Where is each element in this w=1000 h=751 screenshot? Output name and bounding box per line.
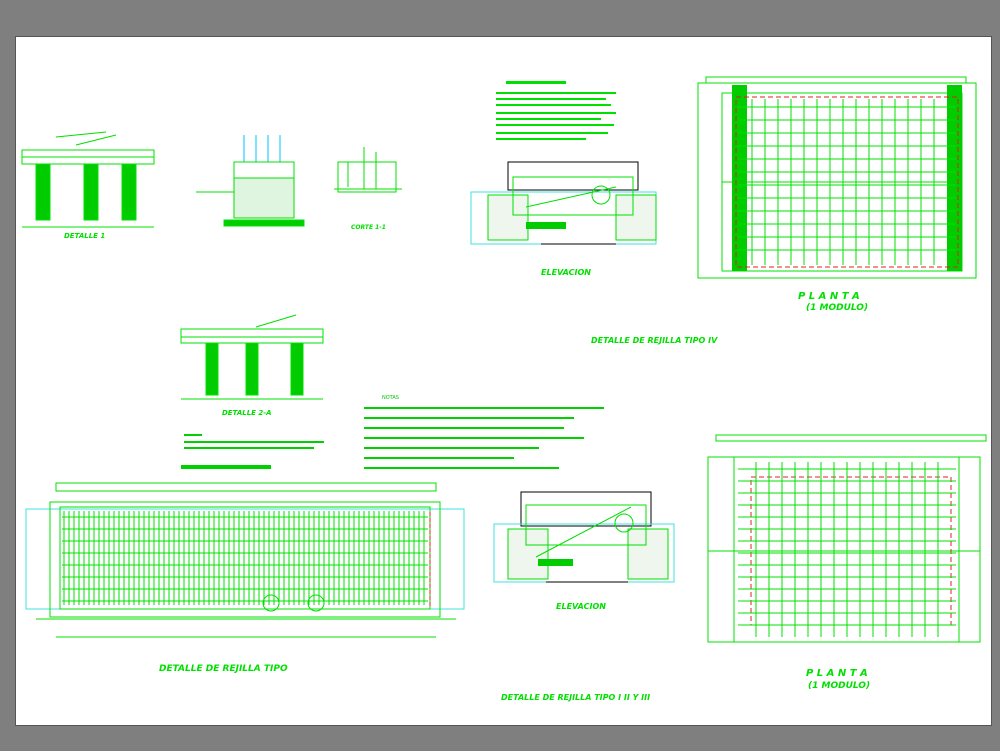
title-rejilla-tipo: DETALLE DE REJILLA TIPO	[159, 664, 288, 674]
title-tipo-iv: DETALLE DE REJILLA TIPO IV	[591, 336, 718, 345]
title-notas: NOTAS	[382, 395, 399, 401]
rejilla-tipo-drawing	[25, 482, 465, 638]
title-planta-bottom: P L A N T A	[806, 668, 868, 679]
notes-block	[181, 407, 604, 469]
title-detalle-1: DETALLE 1	[64, 232, 105, 240]
title-planta-top: P L A N T A	[798, 291, 860, 302]
title-elevacion-bottom: ELEVACION	[556, 602, 606, 611]
rejilla-tipo-grid	[62, 511, 428, 605]
title-detalle-2a: DETALLE 2-A	[222, 409, 272, 417]
elevacion-top-drawing	[470, 161, 657, 245]
planta-top-grid	[738, 99, 956, 265]
title-tipo-i-ii-iii: DETALLE DE REJILLA TIPO I II Y III	[501, 693, 650, 702]
drawing-sheet: DETALLE 1 CORTE 1-1 ELEVACION	[15, 36, 992, 726]
title-modulo-top: (1 MODULO)	[806, 303, 868, 313]
corte-drawing	[334, 147, 402, 193]
detalle-2a-drawing	[180, 314, 324, 400]
cad-drawing: DETALLE 1 CORTE 1-1 ELEVACION	[21, 76, 987, 702]
title-elevacion-top: ELEVACION	[541, 268, 591, 277]
title-corte: CORTE 1-1	[351, 224, 386, 231]
detalle-1-drawing	[21, 131, 155, 228]
title-modulo-bottom: (1 MODULO)	[808, 681, 870, 691]
notes-top-block	[496, 81, 616, 140]
section-bars-drawing	[196, 135, 305, 227]
planta-bottom-grid	[738, 462, 956, 637]
elevacion-bottom-drawing	[493, 491, 675, 583]
